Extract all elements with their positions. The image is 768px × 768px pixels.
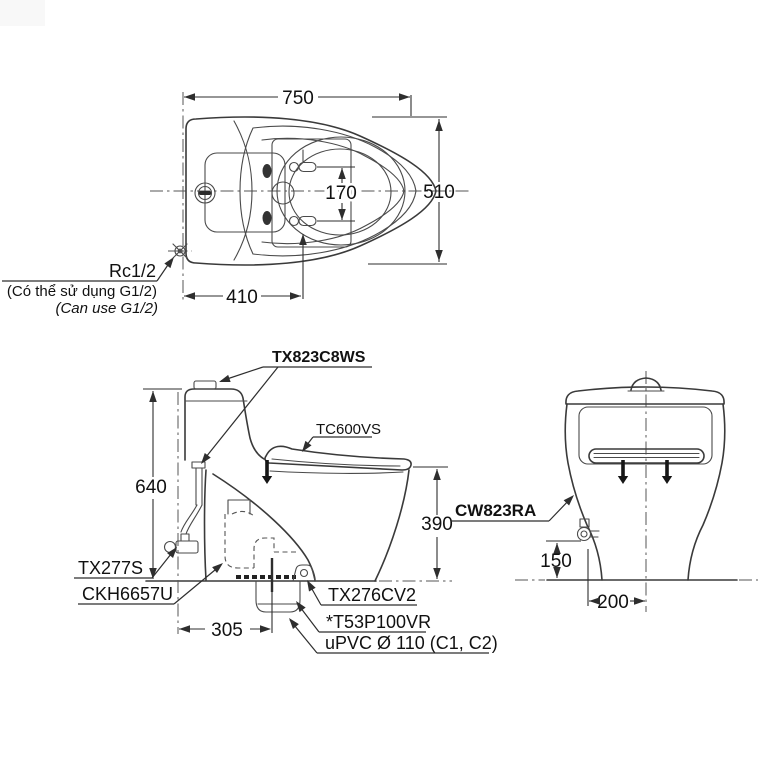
dim-510-text: 510: [423, 182, 455, 203]
top-view: 750 510 170: [2, 88, 472, 317]
inlet-callout: Rc1/2 (Có thể sử dụng G1/2) (Can use G1/…: [2, 257, 174, 317]
front-seat-bar: [588, 448, 705, 464]
tank-top-button: [193, 380, 217, 390]
bowl-rim-inner: [288, 148, 392, 236]
front-flush-button: [627, 377, 665, 392]
flush-button-plan: [194, 182, 216, 204]
seat-cover-outline: [239, 125, 417, 257]
bowl-rim-under-seat: [269, 470, 404, 474]
hinge-bolt-bottom: [288, 215, 317, 227]
front-tank-lid: [565, 386, 725, 405]
seat-inner-line: [261, 137, 405, 245]
front-body-right-edge: [687, 403, 726, 581]
flange-bolt-bump: [292, 564, 316, 582]
seat-fixing-arrow-side: [261, 460, 273, 484]
dim-390: 390: [413, 466, 453, 579]
seat-fixing-arrow-right: [661, 460, 673, 484]
inlet-fitting: [172, 243, 188, 259]
inlet-note-english: (Can use G1/2): [55, 300, 158, 317]
outlet-socket-label: *T53P100VR: [326, 612, 431, 632]
dim-170-text: 170: [325, 183, 357, 204]
dim-170: 170: [317, 166, 359, 222]
flange-label: TX276CV2: [328, 585, 416, 605]
tank-lid-plan: [204, 152, 286, 233]
trapway-hidden-lines: [224, 499, 296, 569]
outlet-socket: [255, 558, 301, 613]
seat-fixing-arrow-left: [617, 460, 629, 484]
dim-640-text: 640: [135, 477, 167, 498]
callout-flange: TX276CV2: [307, 580, 417, 606]
stop-valve-label: TX277S: [78, 558, 143, 578]
hinge-bolt-top: [288, 161, 317, 173]
seat-lid-profile: [264, 445, 412, 471]
dim-200-text: 200: [597, 592, 629, 613]
dim-390-text: 390: [421, 514, 453, 535]
nozzle-circle: [271, 181, 295, 205]
bowl-rim-outer: [276, 136, 406, 246]
scan-artifact: [0, 0, 45, 26]
dim-305: 305: [179, 592, 273, 641]
dim-750: 750: [184, 88, 412, 116]
front-body-left-edge: [564, 403, 603, 581]
callout-drain-pipe: uPVC Ø 110 (C1, C2): [289, 618, 498, 654]
fill-valve-and-hose: [163, 461, 206, 554]
tank-profile: [184, 388, 265, 461]
drain-pipe-label: uPVC Ø 110 (C1, C2): [325, 633, 498, 653]
bowl-label: CW823RA: [455, 501, 536, 520]
callout-connector: CKH6657U: [78, 563, 223, 605]
front-supply-valve: [576, 518, 600, 542]
connector-label: CKH6657U: [82, 584, 173, 604]
callout-bowl: CW823RA: [451, 495, 574, 522]
dim-150: 150: [540, 540, 581, 578]
dim-750-text: 750: [282, 88, 314, 109]
front-view: CW823RA 150 200: [451, 371, 758, 613]
dim-510: 510: [368, 116, 455, 265]
seat-lid-label: TC600VS: [316, 421, 381, 438]
callout-outlet-socket: *T53P100VR: [296, 601, 431, 633]
dim-410-text: 410: [226, 287, 258, 308]
bowl-pedestal-curve: [212, 473, 316, 582]
bowl-rear-edge: [203, 469, 207, 581]
side-view: 640 390 305 TX823C8WS: [74, 349, 498, 654]
hinge-anchor-bottom: [262, 211, 272, 225]
callout-seat-lid: TC600VS: [302, 421, 381, 452]
dim-410: 410: [184, 234, 307, 308]
front-tank-panel: [578, 406, 713, 465]
callout-stop-valve: TX277S: [74, 547, 177, 579]
washlet-label: TX823C8WS: [272, 349, 366, 366]
dim-200: 200: [587, 549, 645, 613]
bowl-front-face: [374, 469, 410, 582]
dim-305-text: 305: [211, 620, 243, 641]
tank-front-curve: [233, 120, 253, 261]
hinge-anchor-top: [262, 164, 272, 178]
dim-150-text: 150: [540, 551, 572, 572]
callout-washlet: TX823C8WS: [201, 349, 372, 464]
dim-640: 640: [135, 388, 182, 579]
bowl-outline-plan: [185, 116, 437, 266]
inlet-thread-label: Rc1/2: [109, 261, 156, 281]
inlet-note-vietnamese: (Có thể sử dụng G1/2): [7, 283, 157, 300]
